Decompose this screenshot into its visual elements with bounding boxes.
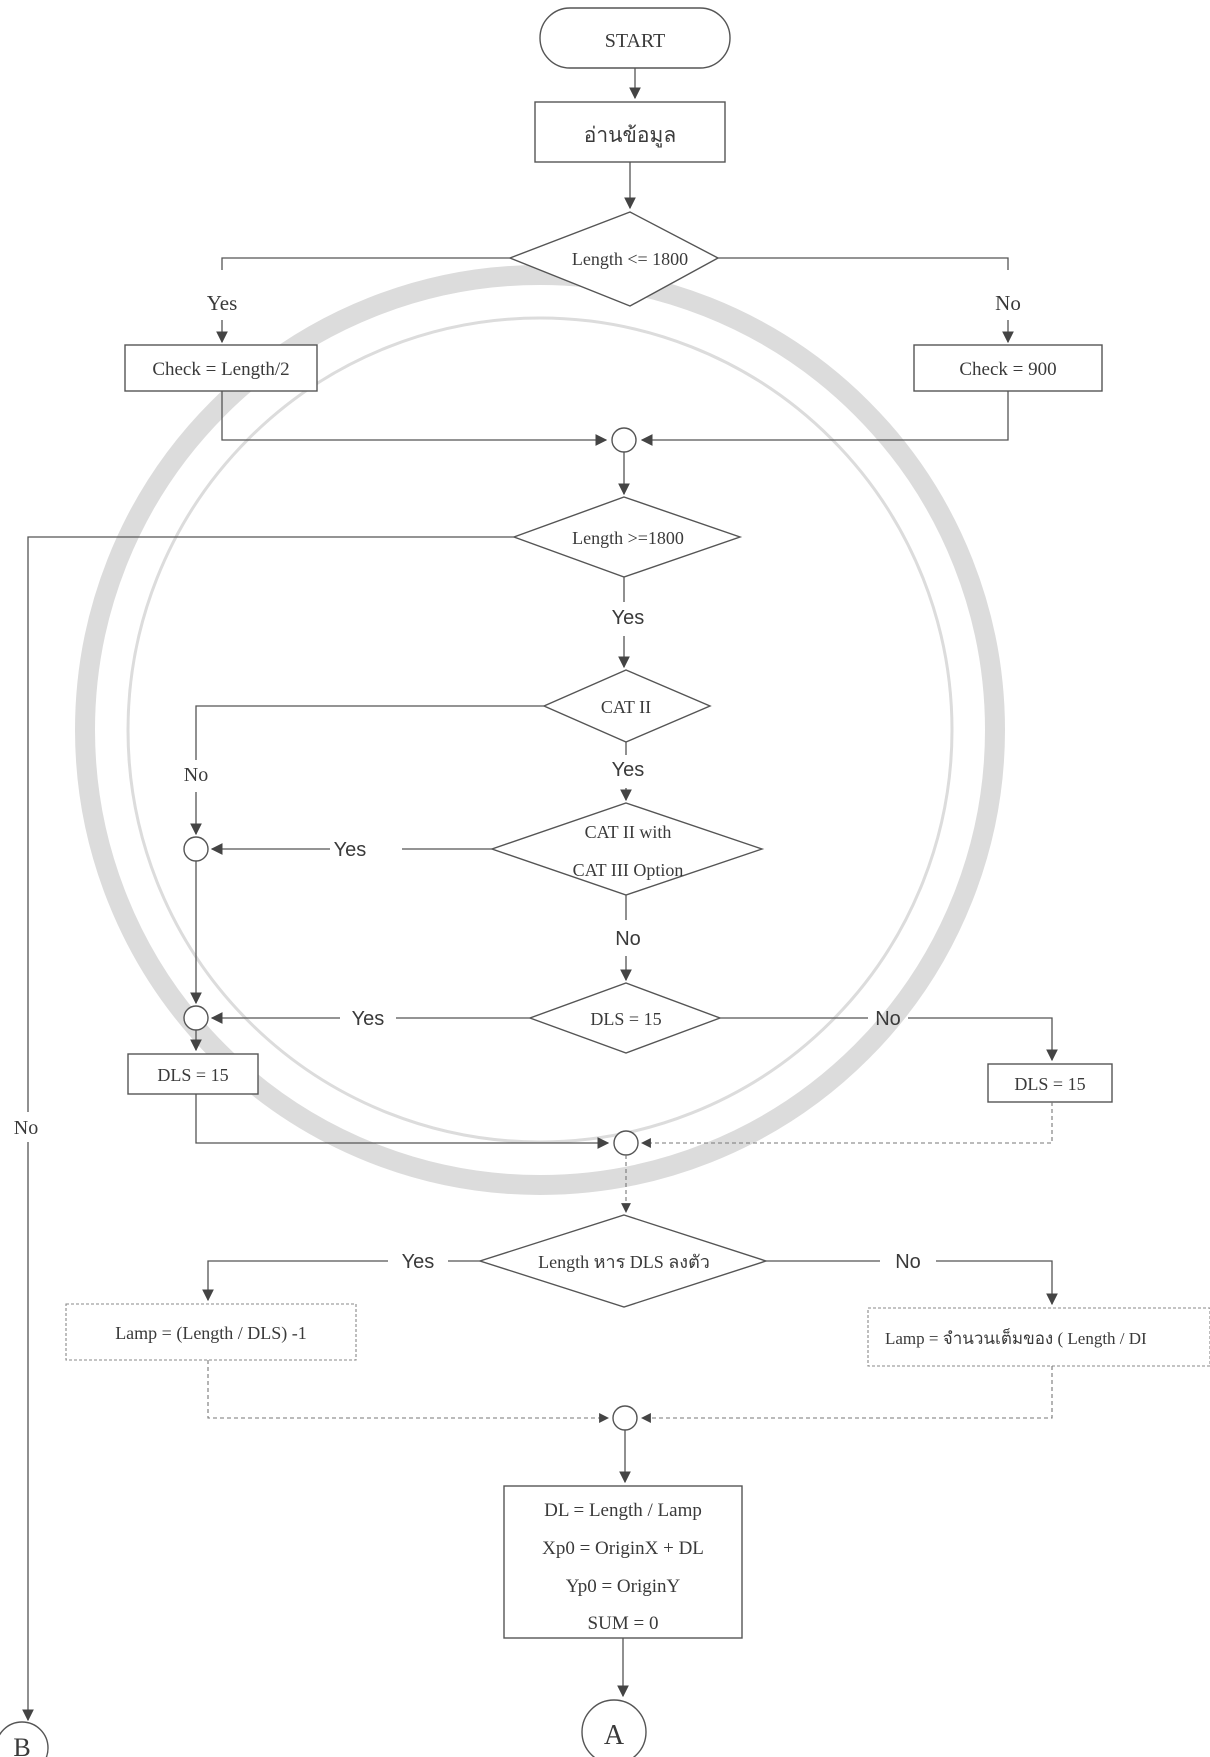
merge-connector-a — [183, 836, 209, 862]
calc-box — [503, 1485, 743, 1639]
check-half-label: Check = Length/2 — [152, 359, 289, 380]
read-data-label: อ่านข้อมูล — [584, 123, 676, 148]
merge-d-right-line — [641, 1366, 1053, 1423]
connector-a-label: A — [604, 1720, 625, 1751]
yes-label-6: Yes — [402, 1251, 435, 1273]
merge1-left-line — [221, 391, 608, 446]
cat2-no-line — [195, 705, 544, 760]
lamp-minus-one-label: Lamp = (Length / DLS) -1 — [115, 1323, 307, 1344]
div-yes-line-b — [202, 1260, 388, 1302]
connector-b-circle — [0, 1721, 49, 1757]
check-half-box — [124, 344, 318, 392]
yes-label-5: Yes — [352, 1008, 385, 1030]
decision-length-le-label: Length <= 1800 — [572, 249, 688, 269]
decision-cat2-cat3 — [489, 802, 765, 896]
no-label-1: No — [995, 291, 1021, 315]
decision-cat2-cat3-line2: CAT III Option — [573, 860, 684, 880]
decision-cat2-label: CAT II — [601, 697, 651, 717]
merge-connector-1 — [611, 427, 637, 453]
calc-line-1: DL = Length / Lamp — [544, 1500, 702, 1521]
dls-no-line-b — [908, 1017, 1058, 1062]
merge-connector-b — [183, 1005, 209, 1031]
yes-label-2: Yes — [612, 607, 645, 629]
branch-no-line — [718, 257, 1009, 270]
decision-dls-label: DLS = 15 — [590, 1009, 661, 1029]
decision-length-ge-label: Length >=1800 — [572, 528, 684, 548]
calc-line-4: SUM = 0 — [588, 1613, 659, 1634]
connector-b-label: B — [13, 1733, 30, 1757]
no-label-3: No — [184, 764, 208, 786]
merge-connector-c — [613, 1130, 639, 1156]
merge1-right-line — [640, 391, 1009, 446]
decision-divisible-label: Length หาร DLS ลงตัว — [538, 1252, 710, 1272]
watermark-seal — [75, 265, 1005, 1195]
read-data-box — [534, 101, 726, 163]
branch-yes-line — [221, 257, 510, 270]
connector-a-circle — [581, 1699, 647, 1757]
merge-d-left-line — [207, 1360, 609, 1423]
calc-line-2: Xp0 = OriginX + DL — [542, 1538, 704, 1559]
check-900-label: Check = 900 — [959, 359, 1056, 380]
dls-left-label: DLS = 15 — [157, 1065, 228, 1085]
lamp-integer-label: Lamp = จำนวนเต็มของ ( Length / DI — [885, 1327, 1147, 1348]
merge-connector-d — [612, 1405, 638, 1431]
merge-c-left-line — [195, 1094, 610, 1149]
decision-dls — [527, 982, 723, 1054]
dls-left-box — [127, 1053, 259, 1095]
no-label-4: No — [615, 928, 641, 950]
yes-label-1: Yes — [207, 291, 238, 315]
no-label-bg — [8, 1112, 48, 1142]
lamp-minus-one-box — [65, 1303, 357, 1361]
decision-divisible — [477, 1214, 769, 1308]
dls-right-box — [987, 1063, 1113, 1103]
branch-no-to-b-line — [22, 536, 514, 1722]
calc-line-3: Yp0 = OriginY — [566, 1576, 681, 1597]
decision-cat2-cat3-line1: CAT II with — [585, 822, 672, 842]
no-label-5: No — [875, 1008, 901, 1030]
no-label-6: No — [895, 1251, 921, 1273]
no-label-2: No — [14, 1117, 38, 1139]
dls-right-label: DLS = 15 — [1014, 1074, 1085, 1094]
yes-label-3: Yes — [612, 759, 645, 781]
yes-label-4: Yes — [334, 839, 367, 861]
lamp-integer-box — [867, 1307, 1210, 1367]
div-no-line-b — [936, 1260, 1058, 1306]
start-label: START — [605, 30, 666, 52]
decision-length-le — [508, 211, 720, 307]
